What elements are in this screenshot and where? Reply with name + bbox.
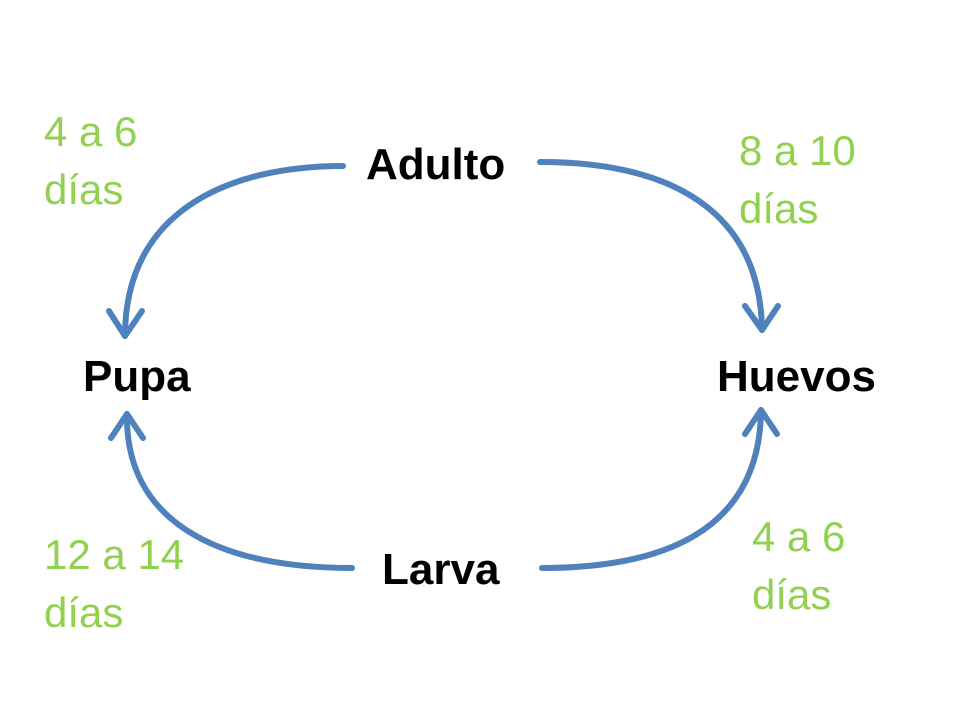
stage-pupa: Pupa	[83, 352, 191, 401]
duration-value: 4 a 6	[44, 108, 138, 155]
arrowhead-larva-to-pupa	[108, 411, 146, 441]
duration-unit: días	[44, 166, 124, 213]
arrowhead-adulto-to-huevos	[742, 303, 781, 333]
duration-larva-to-pupa: 12 a 14 días	[44, 526, 184, 642]
arrow-adulto-to-pupa	[122, 163, 346, 339]
stage-larva: Larva	[382, 545, 500, 594]
arrow-adulto-to-huevos	[537, 159, 765, 333]
duration-value: 12 a 14	[44, 531, 185, 578]
stage-huevos: Huevos	[717, 352, 876, 401]
arrow-larva-to-pupa	[123, 411, 355, 571]
duration-value: 4 a 6	[752, 513, 846, 560]
duration-larva-to-huevos: 4 a 6 días	[752, 508, 845, 624]
duration-unit: días	[739, 185, 819, 232]
stage-adulto: Adulto	[366, 140, 506, 189]
duration-adulto-to-pupa: 4 a 6 días	[44, 103, 137, 219]
arrow-larva-to-huevos	[539, 407, 764, 571]
arrowhead-adulto-to-pupa	[106, 308, 145, 339]
duration-unit: días	[752, 571, 832, 618]
duration-adulto-to-huevos: 8 a 10 días	[739, 122, 856, 238]
arrowhead-larva-to-huevos	[742, 407, 780, 437]
duration-value: 8 a 10	[739, 127, 856, 174]
duration-unit: días	[44, 589, 124, 636]
